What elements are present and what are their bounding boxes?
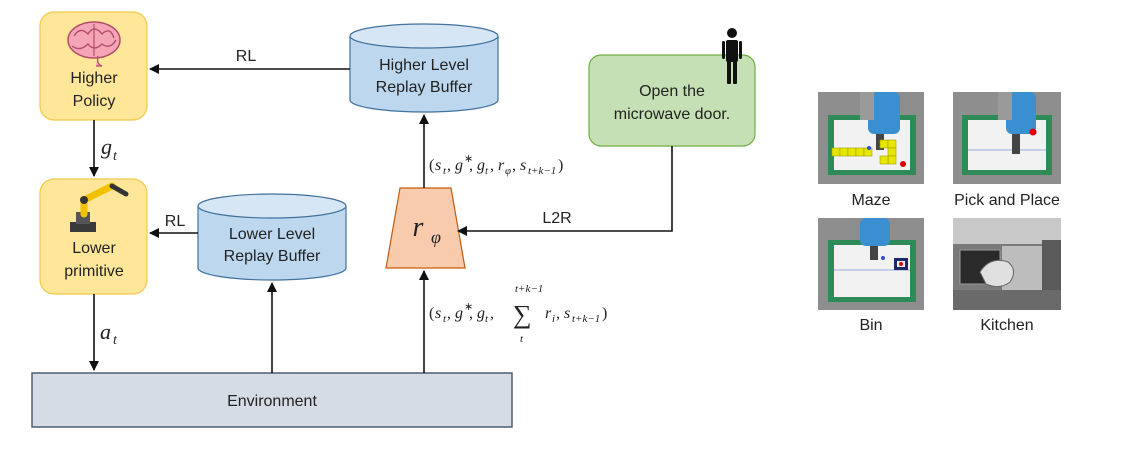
svg-text:): ) — [558, 157, 563, 174]
env-thumb-bin — [818, 218, 924, 310]
svg-text:∗: ∗ — [464, 301, 473, 313]
svg-text:,: , — [469, 157, 473, 174]
env-caption-bin: Bin — [859, 317, 882, 334]
svg-text:t: t — [443, 313, 447, 325]
svg-text:g: g — [477, 305, 485, 322]
svg-text:t+k−1: t+k−1 — [528, 165, 556, 177]
svg-text:a: a — [100, 319, 111, 344]
svg-text:t: t — [520, 333, 524, 345]
svg-text:t+k−1: t+k−1 — [572, 313, 600, 325]
lower-buffer-label-1: Lower Level — [229, 226, 315, 243]
svg-text:,: , — [512, 157, 516, 174]
higher-level-replay-buffer: Higher Level Replay Buffer — [349, 23, 499, 113]
env-caption-pick-and-place: Pick and Place — [954, 192, 1060, 209]
edge-label-g-t: g t — [101, 134, 118, 164]
svg-text:s: s — [435, 157, 441, 174]
svg-text:g: g — [101, 134, 112, 159]
svg-text:t: t — [113, 149, 118, 164]
svg-text:,: , — [469, 305, 473, 322]
svg-text:s: s — [520, 157, 526, 174]
environment-label: Environment — [227, 393, 317, 410]
svg-text:t: t — [485, 313, 489, 325]
svg-text:g: g — [477, 157, 485, 174]
env-caption-maze: Maze — [851, 192, 890, 209]
svg-text:t: t — [443, 165, 447, 177]
higher-buffer-label-2: Replay Buffer — [376, 79, 473, 96]
edge-instruction-to-reward — [457, 146, 673, 236]
env-caption-kitchen: Kitchen — [980, 317, 1033, 334]
instruction-label-1: Open the — [639, 83, 705, 100]
svg-text:∑: ∑ — [513, 300, 532, 329]
instruction-node: Open the microwave door. — [588, 28, 756, 147]
lower-primitive-node: Lower primitive — [39, 178, 148, 295]
higher-policy-node: Higher Policy — [39, 11, 148, 121]
env-thumb-maze — [818, 92, 924, 184]
lower-primitive-label-2: primitive — [64, 263, 124, 280]
svg-text:,: , — [556, 305, 560, 322]
svg-text:∗: ∗ — [464, 153, 473, 165]
reward-symbol: r — [413, 212, 424, 243]
svg-text:,: , — [490, 305, 494, 322]
higher-policy-label-2: Policy — [73, 93, 116, 110]
svg-text:t: t — [485, 165, 489, 177]
env-thumb-kitchen — [953, 218, 1061, 310]
person-icon — [722, 28, 742, 84]
instruction-label-2: microwave door. — [614, 106, 731, 123]
brain-icon — [67, 21, 121, 67]
edge-label-rl-top: RL — [236, 48, 257, 65]
svg-text:i: i — [552, 313, 555, 325]
svg-text:,: , — [447, 157, 451, 174]
svg-text:,: , — [447, 305, 451, 322]
reward-subscript: φ — [431, 227, 441, 247]
edge-label-rl-bottom: RL — [165, 213, 186, 230]
svg-text:s: s — [435, 305, 441, 322]
svg-text:t: t — [113, 333, 118, 348]
lower-buffer-label-2: Replay Buffer — [224, 248, 321, 265]
svg-text:): ) — [602, 305, 607, 322]
svg-text:φ: φ — [505, 165, 511, 177]
env-thumb-pick-and-place — [953, 92, 1061, 184]
svg-text:s: s — [564, 305, 570, 322]
higher-buffer-label-1: Higher Level — [379, 57, 469, 74]
svg-text:,: , — [490, 157, 494, 174]
environment-node: Environment — [31, 372, 513, 428]
lower-level-replay-buffer: Lower Level Replay Buffer — [197, 193, 347, 281]
lower-primitive-label-1: Lower — [72, 240, 116, 257]
edge-label-a-t: a t — [100, 319, 118, 348]
svg-text:g: g — [455, 157, 463, 174]
svg-text:t+k−1: t+k−1 — [515, 283, 543, 295]
svg-text:(: ( — [429, 305, 434, 322]
svg-text:r: r — [545, 305, 552, 322]
robot-arm-icon — [70, 182, 129, 232]
svg-text:g: g — [455, 305, 463, 322]
edge-label-l2r: L2R — [542, 210, 571, 227]
edges — [89, 64, 673, 373]
svg-text:r: r — [498, 157, 505, 174]
reward-model-node: r φ — [385, 187, 466, 269]
higher-policy-label-1: Higher — [70, 70, 118, 87]
svg-text:(: ( — [429, 157, 434, 174]
